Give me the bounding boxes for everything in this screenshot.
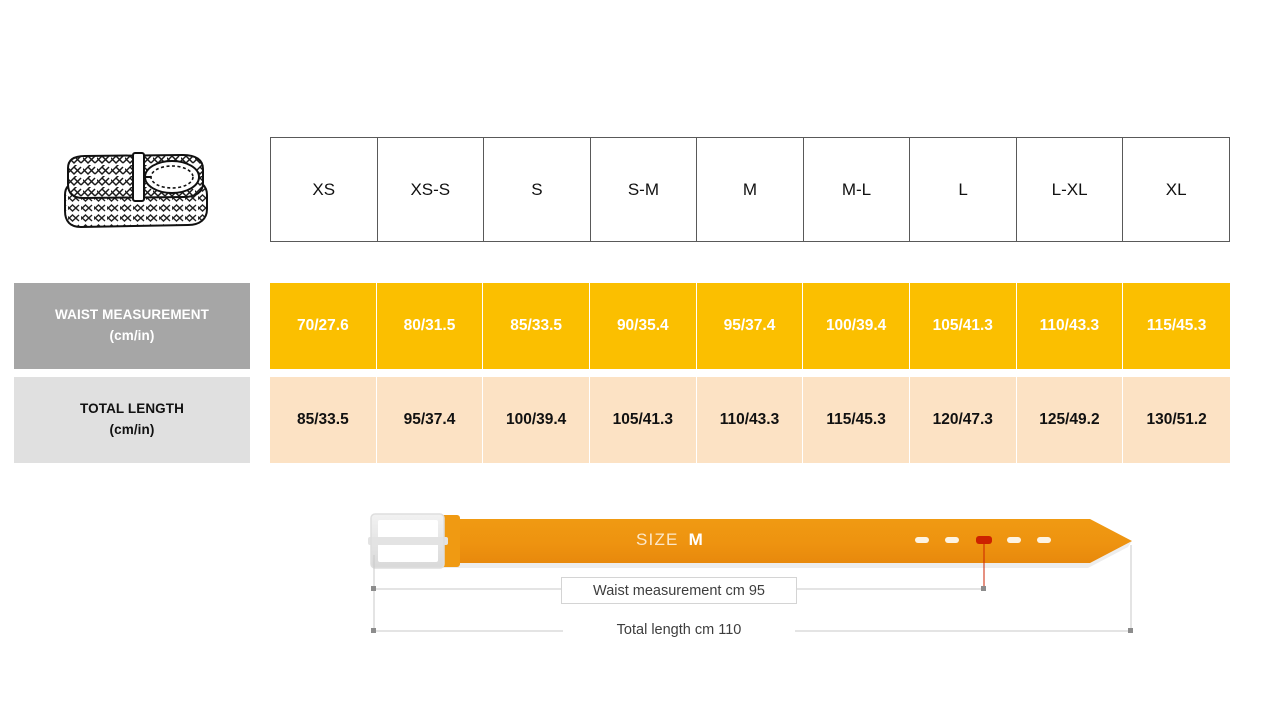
belt-hole-3-active (976, 536, 992, 544)
size-header-cell-s: S (483, 137, 591, 242)
belt-strap (437, 519, 1132, 568)
size-header-cell-s-m: S-M (589, 137, 698, 242)
cell-total-s: 100/39.4 (483, 377, 590, 463)
size-header-cell-l-xl: L-XL (1015, 137, 1124, 242)
row-label-total-length: TOTAL LENGTH (cm/in) (14, 377, 250, 463)
cell-waist-xs: 70/27.6 (270, 283, 377, 369)
cell-total-m-l: 115/45.3 (803, 377, 910, 463)
cell-waist-xs-s: 80/31.5 (376, 283, 484, 369)
size-header-table: XS XS-S S S-M M M-L L L-XL XL (270, 137, 1230, 242)
row-label-total-title: TOTAL LENGTH (80, 401, 184, 417)
size-header-cell-xs: XS (270, 137, 378, 242)
gap-cell (14, 369, 250, 377)
gap-cell (250, 369, 270, 377)
total-length-label: Total length cm 110 (563, 618, 795, 642)
size-header-cell-m-l: M-L (802, 137, 911, 242)
cell-total-xl: 130/51.2 (1123, 377, 1230, 463)
size-header-cell-m: M (696, 137, 804, 242)
cell-waist-s-m: 90/35.4 (589, 283, 697, 369)
cell-total-xs: 85/33.5 (270, 377, 377, 463)
measurement-table: WAIST MEASUREMENT (cm/in) 70/27.6 80/31.… (14, 283, 1230, 463)
braided-belt-illustration (55, 143, 217, 241)
row-label-waist-measurement: WAIST MEASUREMENT (cm/in) (14, 283, 250, 369)
belt-hole-2 (945, 537, 959, 543)
size-header-cell-xl: XL (1122, 137, 1230, 242)
waist-measurement-label: Waist measurement cm 95 (561, 577, 797, 604)
cell-waist-l: 105/41.3 (909, 283, 1017, 369)
table-row-waist-measurement: WAIST MEASUREMENT (cm/in) 70/27.6 80/31.… (14, 283, 1230, 369)
size-header-row: XS XS-S S S-M M M-L L L-XL XL (270, 137, 1230, 242)
belt-hole-1 (915, 537, 929, 543)
gap-cell (270, 369, 1230, 377)
cell-total-s-m: 105/41.3 (589, 377, 697, 463)
waist-dimension-line (371, 586, 986, 591)
table-spacer (250, 377, 270, 463)
cell-waist-l-xl: 110/43.3 (1016, 283, 1124, 369)
cell-waist-m-l: 100/39.4 (803, 283, 910, 369)
belt-buckle (368, 513, 448, 569)
cell-total-l: 120/47.3 (909, 377, 1017, 463)
cell-total-m: 110/43.3 (696, 377, 804, 463)
row-label-waist-title: WAIST MEASUREMENT (55, 307, 209, 323)
belt-hole-5 (1037, 537, 1051, 543)
table-spacer (250, 283, 270, 369)
cell-total-l-xl: 125/49.2 (1016, 377, 1124, 463)
belt-holes (915, 536, 1051, 544)
cell-waist-s: 85/33.5 (483, 283, 590, 369)
belt-measurement-diagram (0, 495, 1280, 655)
table-row-gap (14, 369, 1230, 377)
table-row-total-length: TOTAL LENGTH (cm/in) 85/33.5 95/37.4 100… (14, 377, 1230, 463)
cell-total-xs-s: 95/37.4 (376, 377, 484, 463)
row-label-waist-unit: (cm/in) (109, 328, 155, 343)
cell-waist-xl: 115/45.3 (1123, 283, 1230, 369)
size-header-cell-l: L (909, 137, 1017, 242)
belt-hole-4 (1007, 537, 1021, 543)
row-label-total-unit: (cm/in) (109, 422, 155, 437)
size-header-cell-xs-s: XS-S (376, 137, 485, 242)
total-length-dimension-line (371, 628, 1133, 633)
cell-waist-m: 95/37.4 (696, 283, 804, 369)
